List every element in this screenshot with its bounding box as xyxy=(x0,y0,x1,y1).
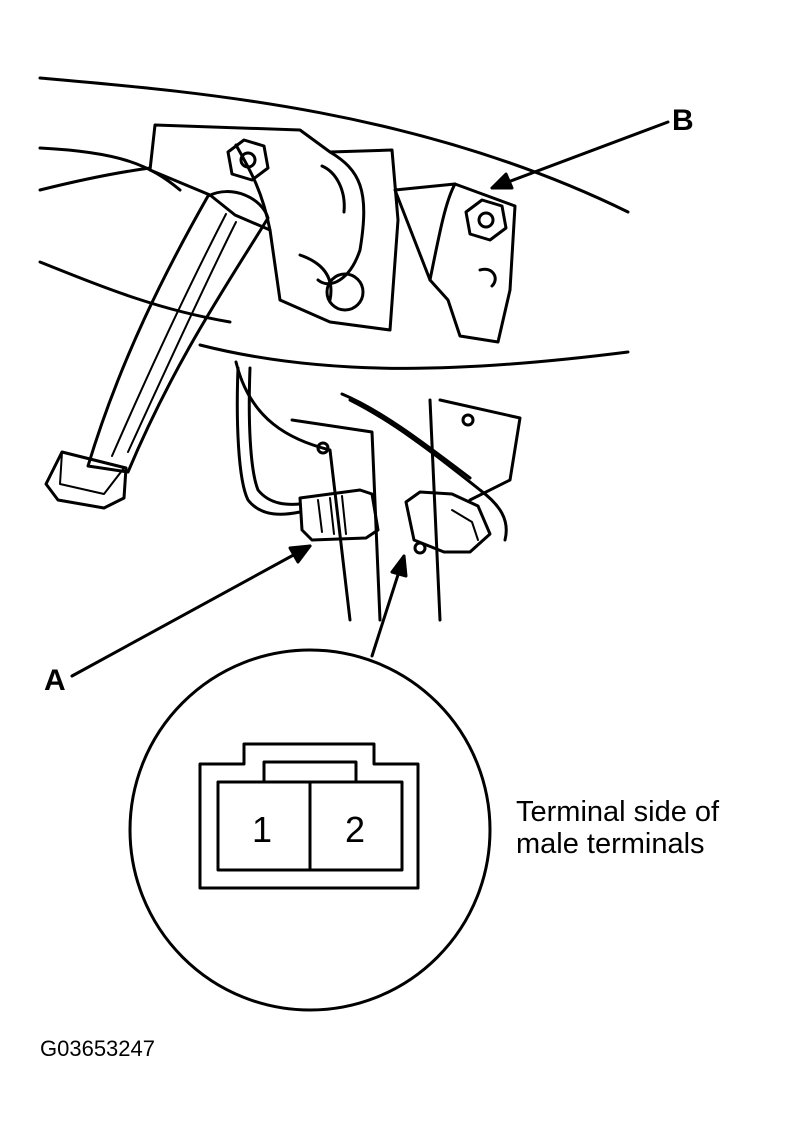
brake-pedal-arm xyxy=(86,190,270,474)
callout-a-arrow xyxy=(70,544,312,678)
connector-b xyxy=(404,490,492,554)
callout-b-label: B xyxy=(672,104,694,137)
terminal-2-label: 2 xyxy=(345,809,365,850)
bracket-bolt xyxy=(226,138,270,182)
detail-magnifier-circle xyxy=(128,648,492,1012)
pedal-bracket xyxy=(148,123,400,332)
dashboard-panel xyxy=(38,76,630,370)
detail-pointer-arrow xyxy=(370,554,408,658)
caption-line-2: male terminals xyxy=(516,828,705,860)
component-b-mount xyxy=(393,182,517,344)
connector-a xyxy=(298,488,380,542)
caption-line-1: Terminal side of xyxy=(516,796,720,828)
lower-support xyxy=(234,360,522,622)
component-b-bolt xyxy=(464,198,508,242)
detail-caption: Terminal side of male terminals xyxy=(516,796,719,860)
terminal-connector-face xyxy=(198,742,420,890)
terminal-1-label: 1 xyxy=(252,809,272,850)
callout-a-label: A xyxy=(44,664,66,697)
figure-code: G03653247 xyxy=(40,1036,155,1061)
callout-b-arrow xyxy=(490,120,670,190)
wire-harness xyxy=(235,366,508,542)
pedal-pad xyxy=(44,450,128,510)
